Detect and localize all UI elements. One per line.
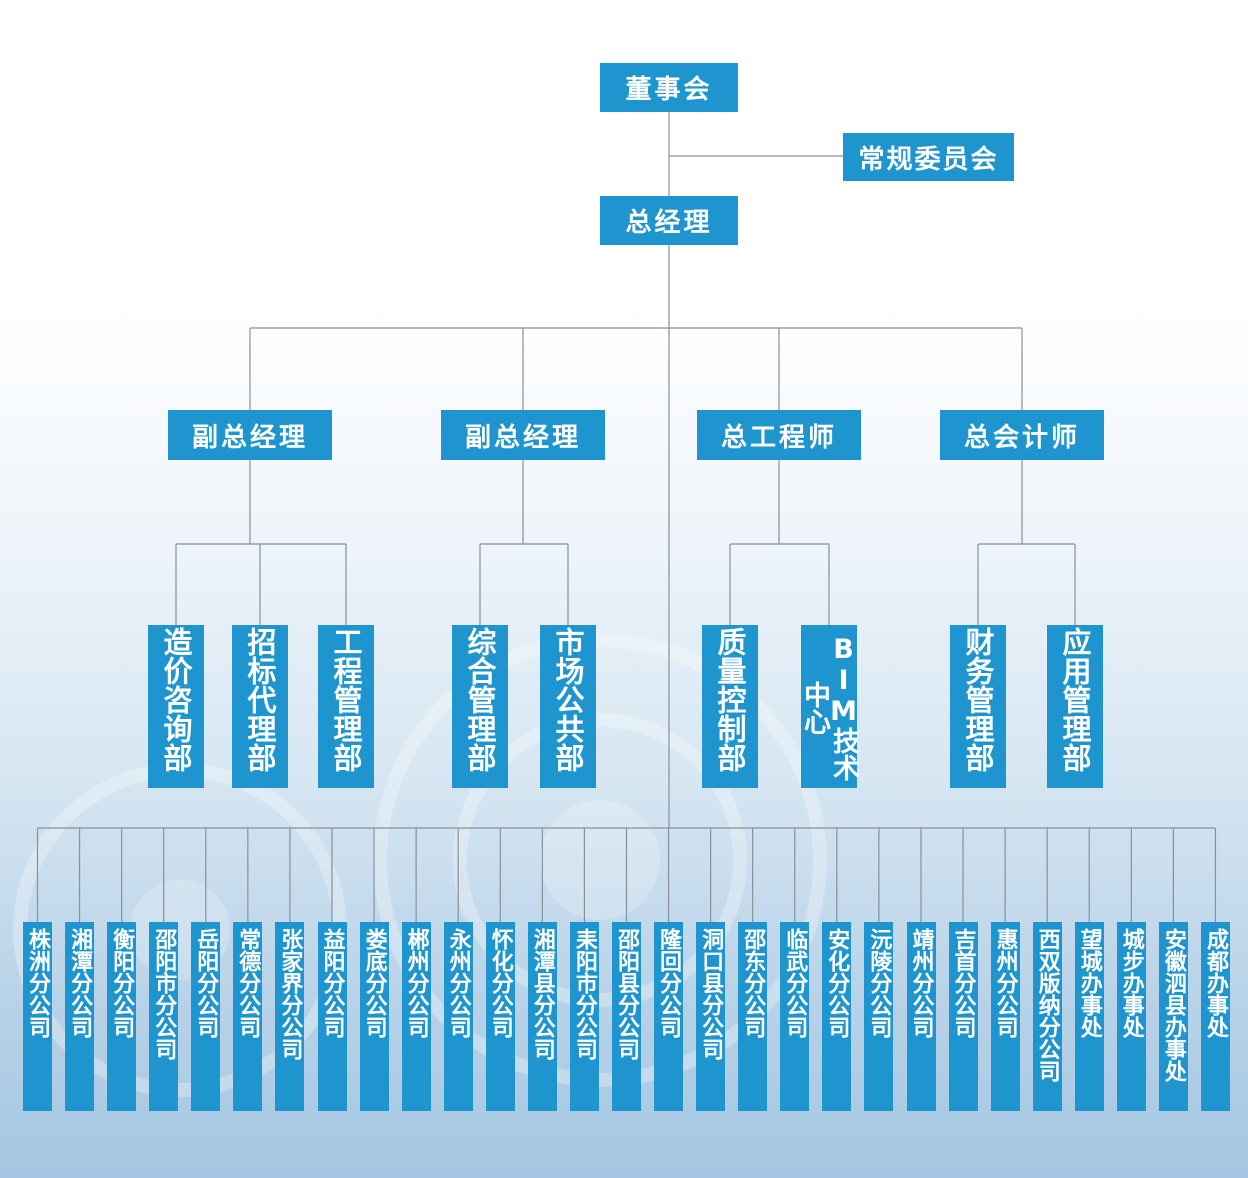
branch-box: 邵阳县分公司 <box>612 922 641 1111</box>
branch-box: 惠州分公司 <box>990 922 1020 1111</box>
dept-box-application-mgmt: 应用管理部 <box>1047 625 1103 788</box>
branch-box: 娄底分公司 <box>359 922 389 1111</box>
dept-box-cost-consulting: 造价咨询部 <box>148 625 204 788</box>
branch-box: 耒阳市分公司 <box>569 922 599 1111</box>
branch-box: 邵阳市分公司 <box>149 922 179 1111</box>
branch-box: 安徽泗县办事处 <box>1158 922 1188 1111</box>
dept-box-engineering-mgmt: 工程管理部 <box>318 625 374 788</box>
executive-box-chief-engineer: 总工程师 <box>697 410 861 460</box>
branch-box: 吉首分公司 <box>948 922 978 1111</box>
executive-box-deputy-gm-1: 副总经理 <box>168 410 332 460</box>
branch-box: 邵东分公司 <box>738 922 768 1111</box>
executive-box-deputy-gm-2: 副总经理 <box>441 410 605 460</box>
general-manager-box: 总经理 <box>600 196 738 245</box>
branch-box: 衡阳分公司 <box>107 922 137 1111</box>
branch-box: 临武分公司 <box>780 922 810 1111</box>
branch-box: 西双版纳分公司 <box>1032 922 1062 1111</box>
branch-box: 望城办事处 <box>1074 922 1104 1111</box>
branch-box: 郴州分公司 <box>401 922 431 1111</box>
board-box: 董事会 <box>600 63 738 112</box>
branch-box: 隆回分公司 <box>654 922 683 1111</box>
branch-box: 株洲分公司 <box>23 922 52 1111</box>
branch-box: 常德分公司 <box>233 922 263 1111</box>
branch-box: 洞口县分公司 <box>696 922 726 1111</box>
dept-box-market-public: 市场公共部 <box>540 625 596 788</box>
dept-box-general-mgmt: 综合管理部 <box>452 625 508 788</box>
branch-box: 益阳分公司 <box>317 922 347 1111</box>
branch-box: 成都办事处 <box>1201 922 1230 1111</box>
branch-box: 安化分公司 <box>822 922 852 1111</box>
dept-box-finance-mgmt: 财务管理部 <box>950 625 1006 788</box>
dept-box-bim-center: BIM技术中心 <box>799 625 859 788</box>
branch-box: 岳阳分公司 <box>191 922 221 1111</box>
branch-box: 湘潭县分公司 <box>527 922 557 1111</box>
branch-box: 靖州分公司 <box>906 922 936 1111</box>
committee-box: 常规委员会 <box>843 133 1014 181</box>
branch-box: 湘潭分公司 <box>65 922 95 1111</box>
executive-box-chief-accountant: 总会计师 <box>940 410 1104 460</box>
branch-box: 怀化分公司 <box>485 922 515 1111</box>
branch-box: 张家界分公司 <box>275 922 305 1111</box>
dept-box-bidding-agency: 招标代理部 <box>232 625 288 788</box>
dept-box-quality-control: 质量控制部 <box>702 625 758 788</box>
branch-box: 城步办事处 <box>1116 922 1146 1111</box>
branch-box: 沅陵分公司 <box>864 922 894 1111</box>
branch-box: 永州分公司 <box>443 922 473 1111</box>
